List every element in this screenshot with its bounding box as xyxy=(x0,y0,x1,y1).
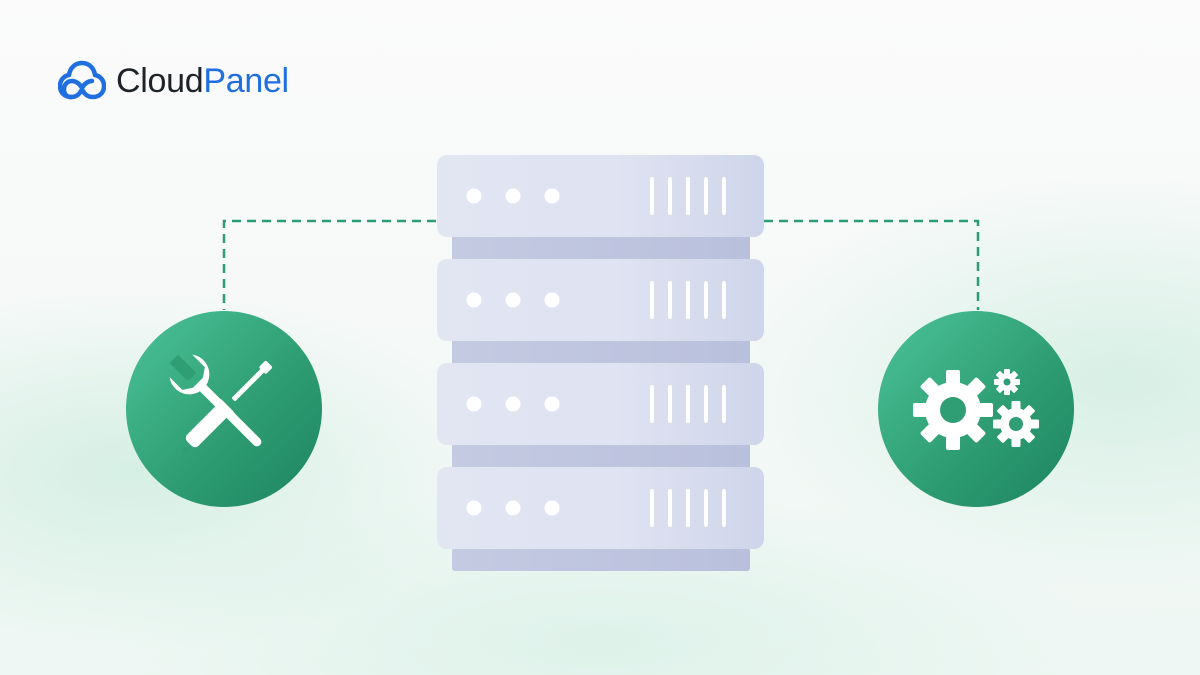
server-unit xyxy=(437,155,764,264)
brand-name-part1: Cloud xyxy=(116,62,204,100)
brand-name-part2: Panel xyxy=(203,62,289,100)
server-unit xyxy=(437,467,764,549)
brand-name: CloudPanel xyxy=(116,58,289,104)
connector-left xyxy=(222,219,436,310)
server-unit xyxy=(437,259,764,368)
wrench-screwdriver-icon xyxy=(169,354,272,453)
server-base xyxy=(452,548,750,571)
connector-right xyxy=(764,219,980,310)
server-unit xyxy=(437,363,764,472)
gears-circle xyxy=(878,311,1074,507)
connector-lines xyxy=(222,219,980,310)
tools-circle xyxy=(126,311,322,507)
cloud-logo-icon xyxy=(58,60,106,100)
server-stack xyxy=(437,155,764,571)
gears-icon xyxy=(913,369,1039,450)
brand-logo[interactable]: CloudPanel xyxy=(58,58,289,104)
